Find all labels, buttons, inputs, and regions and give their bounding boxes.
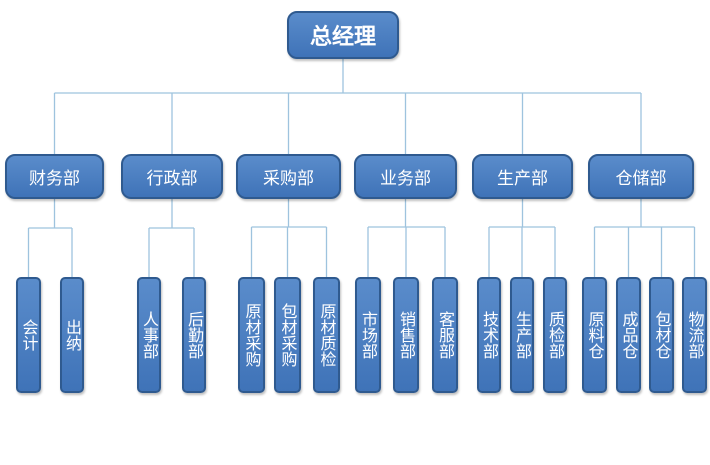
unit-label: 出纳: [63, 319, 82, 351]
department-label: 业务部: [380, 169, 431, 189]
department-label: 仓储部: [615, 169, 667, 189]
unit-node: 原材采购: [238, 277, 265, 393]
unit-label: 市场部: [359, 311, 378, 359]
department-node: 业务部: [354, 154, 457, 199]
unit-label: 客服部: [436, 311, 455, 359]
unit-node: 会计: [16, 277, 41, 393]
unit-label: 技术部: [480, 311, 499, 359]
unit-label: 生产部: [513, 311, 532, 359]
unit-node: 原材质检: [313, 277, 340, 393]
unit-label: 原料仓: [585, 311, 605, 359]
unit-node: 后勤部: [182, 277, 206, 393]
unit-label: 人事部: [140, 311, 159, 359]
unit-node: 技术部: [477, 277, 501, 393]
department-label: 行政部: [146, 169, 198, 189]
department-label: 生产部: [497, 169, 548, 189]
unit-node: 市场部: [355, 277, 381, 393]
unit-label: 质检部: [546, 311, 565, 359]
department-node: 行政部: [121, 154, 223, 199]
unit-label: 后勤部: [185, 311, 204, 359]
unit-label: 原材采购: [242, 303, 262, 367]
unit-node: 包材仓: [649, 277, 674, 393]
unit-node: 原料仓: [582, 277, 607, 393]
unit-node: 质检部: [543, 277, 567, 393]
unit-node: 生产部: [510, 277, 534, 393]
unit-node: 人事部: [137, 277, 161, 393]
department-node: 生产部: [472, 154, 573, 199]
unit-node: 客服部: [432, 277, 458, 393]
unit-label: 原材质检: [317, 303, 337, 367]
root-node-label: 总经理: [309, 25, 376, 50]
unit-label: 成品仓: [619, 311, 639, 359]
unit-node: 出纳: [60, 277, 84, 393]
department-node: 仓储部: [588, 154, 694, 199]
department-node: 采购部: [236, 154, 341, 199]
department-label: 财务部: [29, 169, 80, 189]
unit-node: 成品仓: [616, 277, 641, 393]
unit-node: 物流部: [682, 277, 707, 393]
department-node: 财务部: [5, 154, 104, 199]
unit-label: 物流部: [685, 311, 705, 359]
root-node-general-manager: 总经理: [287, 11, 399, 59]
unit-label: 包材仓: [652, 311, 672, 359]
unit-label: 会计: [19, 319, 39, 351]
unit-node: 销售部: [393, 277, 419, 393]
unit-label: 销售部: [397, 311, 416, 359]
unit-label: 包材采购: [278, 303, 298, 367]
unit-node: 包材采购: [274, 277, 301, 393]
department-label: 采购部: [263, 169, 314, 189]
